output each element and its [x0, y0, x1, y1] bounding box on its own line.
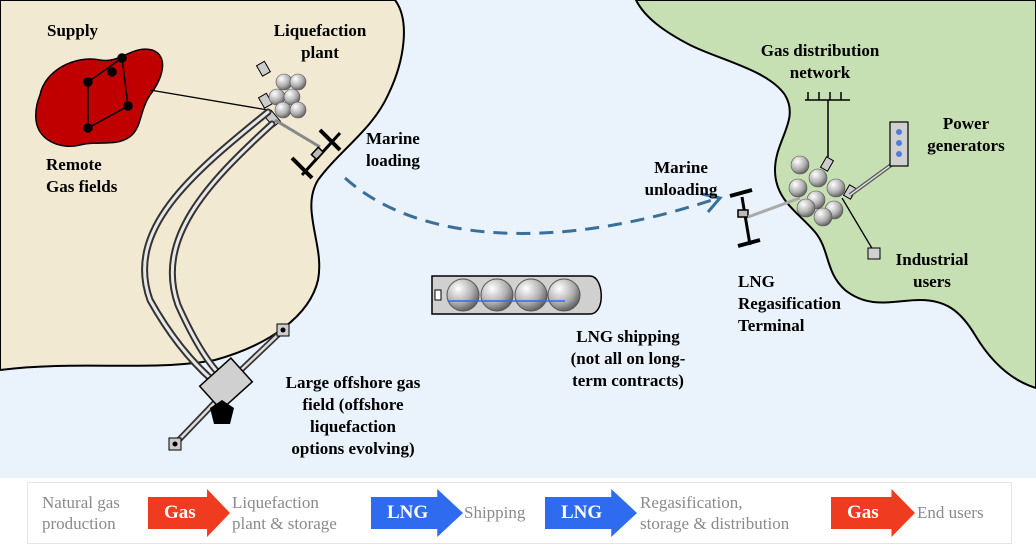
shipping-line3: term contracts) — [572, 371, 684, 390]
liquefaction-label-line2: plant — [301, 43, 339, 62]
remote-gas-fields-label: Remote Gas fields — [46, 154, 117, 198]
industrial-users-label: Industrial users — [882, 249, 982, 293]
marine-unloading-label: Marine unloading — [636, 157, 726, 201]
industrial-users-box — [867, 247, 881, 260]
offshore-field-label: Large offshore gas field (offshore lique… — [265, 372, 441, 460]
shipping-line2: (not all on long- — [570, 349, 686, 368]
marine-loading-label: Marine loading — [366, 128, 420, 172]
gas-arrow-1: Gas — [148, 489, 230, 537]
gas-field-wells — [83, 53, 133, 133]
regas-line3: Terminal — [738, 316, 805, 335]
offshore-platform — [168, 323, 290, 451]
industrial-line — [841, 197, 874, 251]
gas-arrow-2: Gas — [831, 489, 915, 537]
power-generators — [889, 121, 909, 167]
field-pipeline — [149, 89, 269, 111]
gas-network-line2: network — [789, 63, 851, 82]
liquefaction-plant — [255, 60, 307, 128]
flow-step-end-users: End users — [917, 503, 984, 522]
remote-label-line2: Gas fields — [46, 177, 118, 196]
offshore-line1: Large offshore gas — [285, 373, 421, 392]
liquefaction-label-line1: Liquefaction — [273, 21, 367, 40]
flow-step-production: Natural gas production — [42, 492, 120, 534]
gas-network-line1: Gas distribution — [760, 41, 880, 60]
step2-line2: plant & storage — [232, 514, 337, 533]
industrial-line1: Industrial — [895, 250, 969, 269]
step4-line2: storage & distribution — [640, 514, 790, 533]
regasification-terminal — [788, 155, 858, 227]
remote-gas-field — [35, 48, 164, 147]
supply-label: Supply — [47, 21, 99, 40]
lng-shipping-label: LNG shipping (not all on long- term cont… — [553, 326, 703, 392]
route-arrowhead — [701, 192, 723, 213]
flow-step-liquefaction: Liquefaction plant & storage — [232, 492, 337, 534]
gas-distribution-label: Gas distribution network — [745, 40, 895, 84]
flow-step-shipping: Shipping — [464, 503, 526, 522]
step2-line1: Liquefaction — [232, 493, 319, 512]
power-line2: generators — [927, 136, 1005, 155]
regas-line1: LNG — [738, 272, 775, 291]
value-chain-strip: Natural gas production Gas Liquefaction … — [27, 482, 1012, 544]
step1-line2: production — [42, 514, 116, 533]
loading-pipe — [274, 118, 321, 149]
marine-loading-line1: Marine — [366, 129, 420, 148]
offshore-line2: field (offshore — [302, 395, 404, 414]
offshore-line3: liquefaction — [310, 417, 396, 436]
flow-step-regasification: Regasification, storage & distribution — [640, 492, 789, 534]
offshore-pipelines-inner — [143, 110, 274, 387]
liquefaction-plant-label: Liquefaction plant — [270, 20, 370, 64]
shipping-line1: LNG shipping — [576, 327, 680, 346]
power-generators-label: Power generators — [916, 113, 1016, 157]
marine-unloading-jetty — [729, 188, 761, 248]
power-line1: Power — [942, 114, 990, 133]
marine-loading-line2: loading — [366, 151, 420, 170]
shipping-route — [344, 176, 713, 235]
step1-line1: Natural gas — [42, 493, 120, 512]
lng-ship — [431, 275, 602, 315]
industrial-line2: users — [913, 272, 951, 291]
unloading-pipe — [747, 196, 801, 219]
step4-line1: Regasification, — [640, 493, 743, 512]
remote-label-line1: Remote — [46, 155, 102, 174]
marine-loading-jetty — [290, 128, 342, 180]
regasification-terminal-label: LNG Regasification Terminal — [738, 271, 841, 337]
marine-unloading-line2: unloading — [644, 180, 718, 199]
lng-arrow-1: LNG — [371, 489, 463, 537]
marine-unloading-line1: Marine — [654, 158, 708, 177]
regas-line2: Regasification — [738, 294, 841, 313]
lng-arrow-2: LNG — [545, 489, 637, 537]
gas-distribution-network — [805, 92, 850, 157]
offshore-line4: options evolving) — [291, 439, 415, 458]
